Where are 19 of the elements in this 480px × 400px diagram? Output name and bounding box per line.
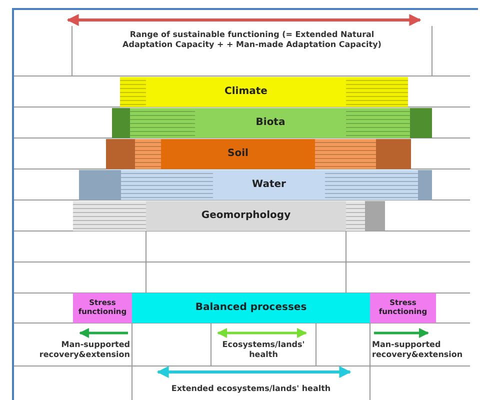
layer-band (112, 108, 432, 138)
note-text: Ecosystems/lands' health (221, 340, 306, 360)
state-box (370, 293, 436, 323)
layer-band (79, 170, 432, 200)
band-label: Soil (228, 148, 248, 160)
note-text: Extended ecosystems/lands' health (170, 384, 332, 394)
note-text: Man-supported recovery&extension (38, 340, 130, 360)
note-text: Range of sustainable functioning (= Extended Natural Adaptation Capacity + + Man-made Adaptation Capacity) (122, 30, 382, 50)
layer-band (120, 77, 408, 107)
state-box (132, 293, 370, 323)
note-text: Man-supported recovery&extension (372, 340, 464, 360)
state-box (73, 293, 132, 323)
band-label: Biota (256, 117, 286, 129)
layer-band (106, 139, 411, 169)
band-label: Geomorphology (201, 210, 291, 222)
band-label: Water (252, 179, 286, 191)
band-label: Balanced processes (195, 302, 307, 314)
layer-band (73, 201, 385, 231)
band-label: Climate (224, 86, 268, 98)
